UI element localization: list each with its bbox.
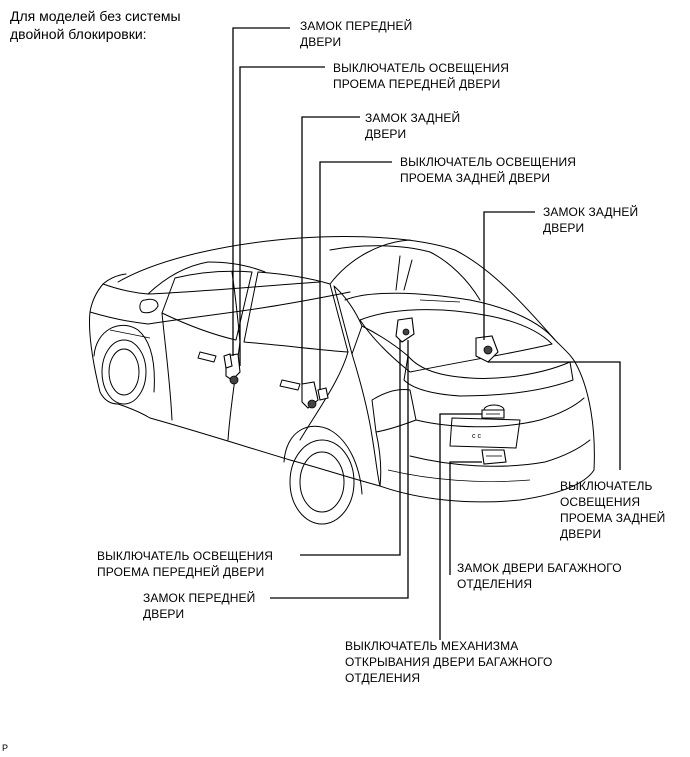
label-back-door-lock: ЗАМОК ДВЕРИ БАГАЖНОГО ОТДЕЛЕНИЯ <box>457 561 622 591</box>
label-rear-courtesy-switch-top: ВЫКЛЮЧАТЕЛЬ ОСВЕЩЕНИЯ ПРОЕМА ЗАДНЕЙ ДВЕР… <box>400 155 577 185</box>
leader-lines <box>232 27 621 640</box>
label-front-door-lock-bottom: ЗАМОК ПЕРЕДНЕЙ ДВЕРИ <box>143 591 256 621</box>
car-detail-lines <box>109 299 531 482</box>
back-door-lock-part <box>481 449 507 465</box>
label-rear-door-lock-right: ЗАМОК ЗАДНЕЙ ДВЕРИ <box>543 205 639 235</box>
back-door-opener-switch-part <box>481 409 505 419</box>
label-back-door-opener-switch: ВЫКЛЮЧАТЕЛЬ МЕХАНИЗМА ОТКРЫВАНИЯ ДВЕРИ Б… <box>345 639 553 685</box>
back-door-switch-part <box>395 317 415 343</box>
rear-right-door-lock-part <box>475 335 499 363</box>
figure-code: P <box>2 743 9 753</box>
label-front-door-lock-top: ЗАМОК ПЕРЕДНЕЙ ДВЕРИ <box>300 19 413 49</box>
label-rear-courtesy-switch-right: ВЫКЛЮЧАТЕЛЬ ОСВЕЩЕНИЯ ПРОЕМА ЗАДНЕЙ ДВЕР… <box>560 479 666 541</box>
diagram-title: Для моделей без системы двойной блокиров… <box>10 8 181 42</box>
rear-door-lock-part <box>301 381 319 409</box>
label-rear-door-lock-top: ЗАМОК ЗАДНЕЙ ДВЕРИ <box>365 111 461 141</box>
plate-text: c c <box>472 433 481 440</box>
label-front-courtesy-switch-bottom: ВЫКЛЮЧАТЕЛЬ ОСВЕЩЕНИЯ ПРОЕМА ПЕРЕДНЕЙ ДВ… <box>97 549 274 579</box>
front-courtesy-switch-part <box>223 353 233 369</box>
car-body <box>89 236 595 525</box>
label-front-courtesy-switch-top: ВЫКЛЮЧАТЕЛЬ ОСВЕЩЕНИЯ ПРОЕМА ПЕРЕДНЕЙ ДВ… <box>333 61 510 91</box>
rear-courtesy-switch-part <box>317 387 329 401</box>
